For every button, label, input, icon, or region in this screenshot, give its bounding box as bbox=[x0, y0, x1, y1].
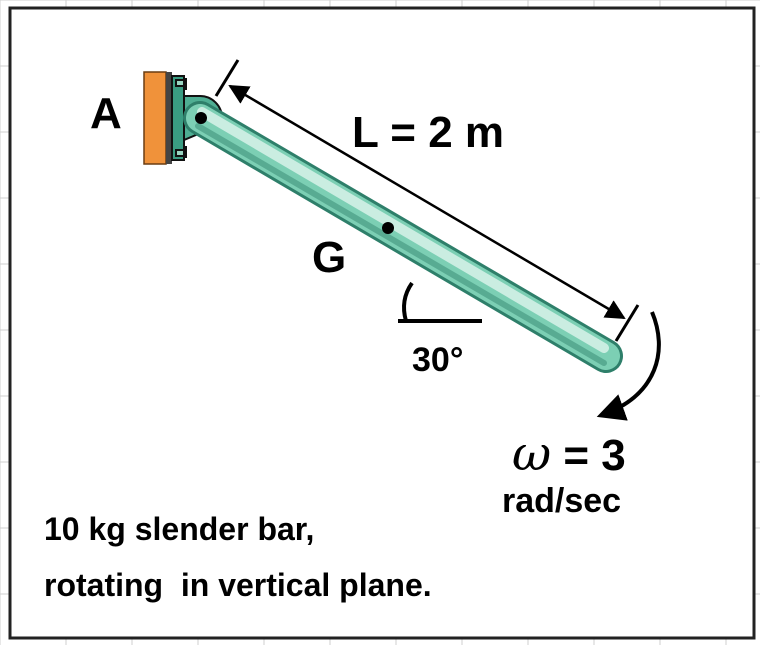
omega-label: ω = 3 bbox=[512, 426, 626, 482]
center-of-mass-dot bbox=[382, 222, 394, 234]
center-label: G bbox=[312, 233, 346, 282]
description-line-2: rotating in vertical plane. bbox=[44, 567, 432, 603]
length-label: L = 2 m bbox=[352, 108, 504, 157]
pivot-label: A bbox=[90, 89, 122, 138]
angular-velocity-arrow bbox=[596, 311, 661, 421]
angle-label: 30° bbox=[412, 341, 463, 379]
length-dimension bbox=[214, 59, 640, 342]
pivot-pin bbox=[195, 112, 207, 124]
omega-symbol: ω bbox=[512, 426, 551, 482]
description-line-1: 10 kg slender bar, bbox=[44, 511, 314, 547]
omega-unit-label: rad/sec bbox=[502, 482, 621, 520]
omega-value: = 3 bbox=[551, 431, 626, 480]
wall-support bbox=[143, 71, 172, 165]
angle-indicator bbox=[398, 281, 482, 323]
